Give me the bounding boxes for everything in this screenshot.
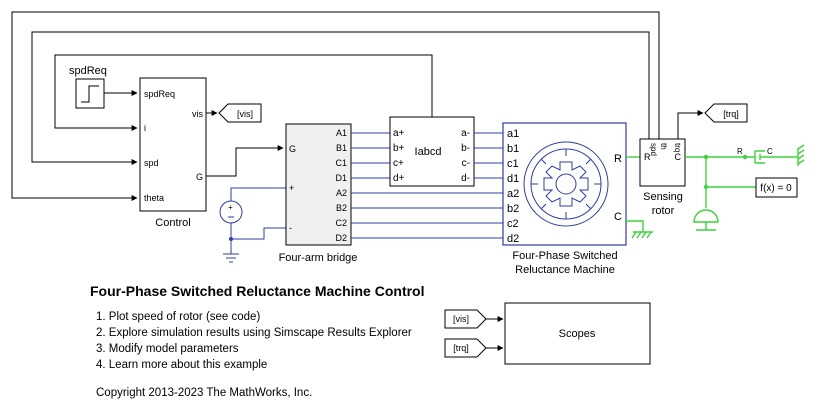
goto-trq-block[interactable] (704, 103, 748, 123)
iabcd-port-a-plus: a+ (393, 128, 405, 139)
step-modify-parameters[interactable]: 3. Modify model parameters (96, 343, 239, 355)
wire-gate (206, 145, 284, 177)
step-plot-speed[interactable]: 1. Plot speed of rotor (see code) (96, 311, 261, 323)
step-learn-more[interactable]: 4. Learn more about this example (96, 359, 268, 371)
wire-theta-feedback (11, 11, 660, 201)
bridge-port-b1: B1 (336, 143, 347, 153)
iabcd-block[interactable] (389, 116, 475, 187)
control-block[interactable] (139, 77, 207, 212)
solver-config-label: f(x) = 0 (760, 183, 792, 194)
srm-port-r: R (614, 153, 622, 165)
solver-config-block[interactable] (755, 177, 798, 198)
control-port-spdreq: spdReq (144, 89, 175, 99)
srm-port-c: C (614, 211, 622, 223)
bridge-port-d1: D1 (335, 173, 347, 183)
bridge-port-a1: A1 (336, 128, 347, 138)
iabcd-port-b-plus: b+ (393, 143, 405, 154)
srm-stator-rotor-icon (523, 141, 609, 227)
srm-port-c1: c1 (507, 158, 519, 170)
from-vis-label: [vis] (453, 314, 469, 324)
scopes-label: Scopes (559, 328, 596, 340)
sensing-name-line1: Sensing (643, 191, 683, 203)
sensing-port-r: R (644, 152, 651, 162)
bridge-port-c1: C1 (335, 158, 347, 168)
srm-port-b2: b2 (507, 203, 519, 215)
dc-plus-icon: + (228, 203, 233, 212)
wire-spd-feedback (31, 31, 650, 165)
damper-r-label: R (737, 147, 743, 156)
model-title: Four-Phase Switched Reluctance Machine C… (90, 283, 425, 299)
damper-c-label: C (767, 147, 773, 156)
bridge-port-plus: + (289, 183, 294, 193)
iabcd-block-name: Iabcd (415, 146, 442, 158)
bridge-port-b2: B2 (336, 203, 347, 213)
bridge-port-g: G (289, 144, 296, 154)
srm-port-a1: a1 (507, 128, 519, 140)
control-port-theta: theta (144, 193, 164, 203)
iabcd-port-d-minus: d- (461, 173, 470, 184)
spdreq-label: spdReq (69, 65, 107, 77)
ground-electrical-icon (223, 239, 239, 263)
control-port-vis: vis (192, 109, 203, 119)
spdreq-step-block[interactable] (75, 78, 105, 109)
control-port-i: i (144, 123, 146, 133)
bridge-right-ports: A1 B1 C1 D1 A2 B2 C2 D2 (335, 128, 347, 243)
wire-dc-plus (230, 187, 286, 201)
bridge-port-minus: - (289, 223, 292, 233)
srm-port-d1: d1 (507, 173, 519, 185)
bridge-port-a2: A2 (336, 188, 347, 198)
bridge-port-d2: D2 (335, 233, 347, 243)
srm-port-a2: a2 (507, 188, 519, 200)
srm-left-ports: a1 b1 c1 d1 a2 b2 c2 d2 (507, 128, 519, 245)
sensing-port-spd: spd (649, 143, 658, 156)
srm-name-line1: Four-Phase Switched (512, 250, 617, 262)
sensing-port-c: C (675, 152, 682, 162)
srm-name-line2: Reluctance Machine (515, 264, 615, 276)
step-icon (81, 85, 99, 103)
control-port-spd: spd (144, 158, 159, 168)
sensing-name-line2: rotor (652, 205, 675, 217)
iabcd-port-c-plus: c+ (393, 158, 404, 169)
bridge-block-name: Four-arm bridge (279, 252, 358, 264)
control-block-name: Control (155, 217, 190, 229)
srm-port-b1: b1 (507, 143, 519, 155)
from-trq-block[interactable] (444, 338, 487, 358)
control-port-g: G (196, 172, 203, 182)
copyright-notice: Copyright 2013-2023 The MathWorks, Inc. (96, 387, 313, 399)
from-trq-label: [trq] (453, 343, 469, 353)
step-explore-results[interactable]: 2. Explore simulation results using Sims… (96, 327, 412, 339)
iabcd-port-b-minus: b- (461, 143, 470, 154)
srm-port-c2: c2 (507, 218, 519, 230)
four-arm-bridge-block[interactable] (285, 123, 352, 246)
inertia-base-icon (696, 222, 716, 231)
sensing-rotor-block[interactable] (639, 138, 686, 187)
sensing-port-th: th (659, 143, 668, 150)
from-vis-block[interactable] (444, 309, 487, 329)
iabcd-port-a-minus: a- (461, 128, 470, 139)
goto-vis-label: [vis] (237, 109, 253, 119)
dc-voltage-source[interactable] (219, 200, 243, 224)
iabcd-port-c-minus: c- (462, 158, 470, 169)
mech-ground-icon-1 (631, 231, 653, 239)
wire-trq (677, 110, 704, 139)
sensing-port-trq: trq (673, 143, 682, 152)
goto-trq-label: [trq] (723, 109, 739, 119)
goto-vis-block[interactable] (218, 103, 262, 123)
wire-dc-minus (230, 223, 286, 240)
instruction-list: 1. Plot speed of rotor (see code) 2. Exp… (96, 309, 412, 373)
wire-i-feedback (54, 54, 433, 131)
iabcd-port-d-plus: d+ (393, 173, 405, 184)
inertia-icon[interactable] (693, 209, 719, 223)
srm-port-d2: d2 (507, 233, 519, 245)
rotational-damper-icon[interactable] (745, 150, 786, 164)
junction-mech-3 (703, 184, 709, 190)
bridge-port-c2: C2 (335, 218, 347, 228)
scopes-block[interactable] (504, 302, 651, 365)
mech-ground-icon-2 (786, 144, 805, 166)
wire-machine-case (626, 220, 644, 232)
